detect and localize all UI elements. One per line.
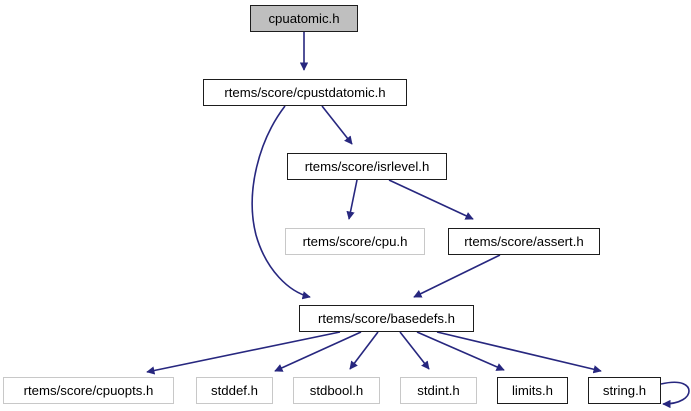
edge-assert-to-basedefs — [413, 254, 501, 298]
edge-basedefs-to-stdbool — [349, 331, 379, 370]
edge-basedefs-to-limits — [416, 331, 505, 371]
node-label: rtems/score/cpu.h — [302, 233, 408, 249]
node-label: string.h — [602, 382, 647, 398]
node-label: rtems/score/cpustdatomic.h — [224, 84, 386, 100]
node-string[interactable]: string.h — [588, 377, 661, 404]
node-label: cpuatomic.h — [268, 10, 340, 26]
edge-cpustdatomic-to-basedefs — [251, 105, 311, 300]
edge-basedefs-to-stddef — [274, 331, 362, 372]
edge-basedefs-to-cpuopts — [146, 331, 341, 375]
edge-string-self-loop — [660, 381, 690, 409]
edge-basedefs-to-stdint — [399, 331, 430, 370]
node-label: rtems/score/cpuopts.h — [23, 382, 154, 398]
edge-basedefs-to-string — [436, 331, 602, 374]
node-basedefs[interactable]: rtems/score/basedefs.h — [299, 305, 474, 332]
node-assert[interactable]: rtems/score/assert.h — [448, 228, 600, 255]
node-label: rtems/score/assert.h — [464, 233, 584, 249]
node-stdint[interactable]: stdint.h — [400, 377, 477, 404]
edge-cpustdatomic-to-isrlevel — [321, 105, 353, 145]
node-label: rtems/score/basedefs.h — [317, 310, 456, 326]
node-cpuatomic[interactable]: cpuatomic.h — [250, 5, 358, 32]
node-label: rtems/score/isrlevel.h — [304, 158, 430, 174]
node-cpu[interactable]: rtems/score/cpu.h — [285, 228, 425, 255]
node-stdbool[interactable]: stdbool.h — [293, 377, 380, 404]
node-label: stdbool.h — [309, 382, 364, 398]
node-cpustdatomic[interactable]: rtems/score/cpustdatomic.h — [203, 79, 407, 106]
node-isrlevel[interactable]: rtems/score/isrlevel.h — [287, 153, 447, 180]
node-label: stdint.h — [417, 382, 460, 398]
node-cpuopts[interactable]: rtems/score/cpuopts.h — [3, 377, 174, 404]
edge-isrlevel-to-assert — [388, 179, 474, 220]
node-limits[interactable]: limits.h — [497, 377, 568, 404]
edge-isrlevel-to-cpu — [346, 179, 358, 220]
node-label: limits.h — [511, 382, 554, 398]
node-stddef[interactable]: stddef.h — [196, 377, 273, 404]
node-label: stddef.h — [211, 382, 258, 398]
